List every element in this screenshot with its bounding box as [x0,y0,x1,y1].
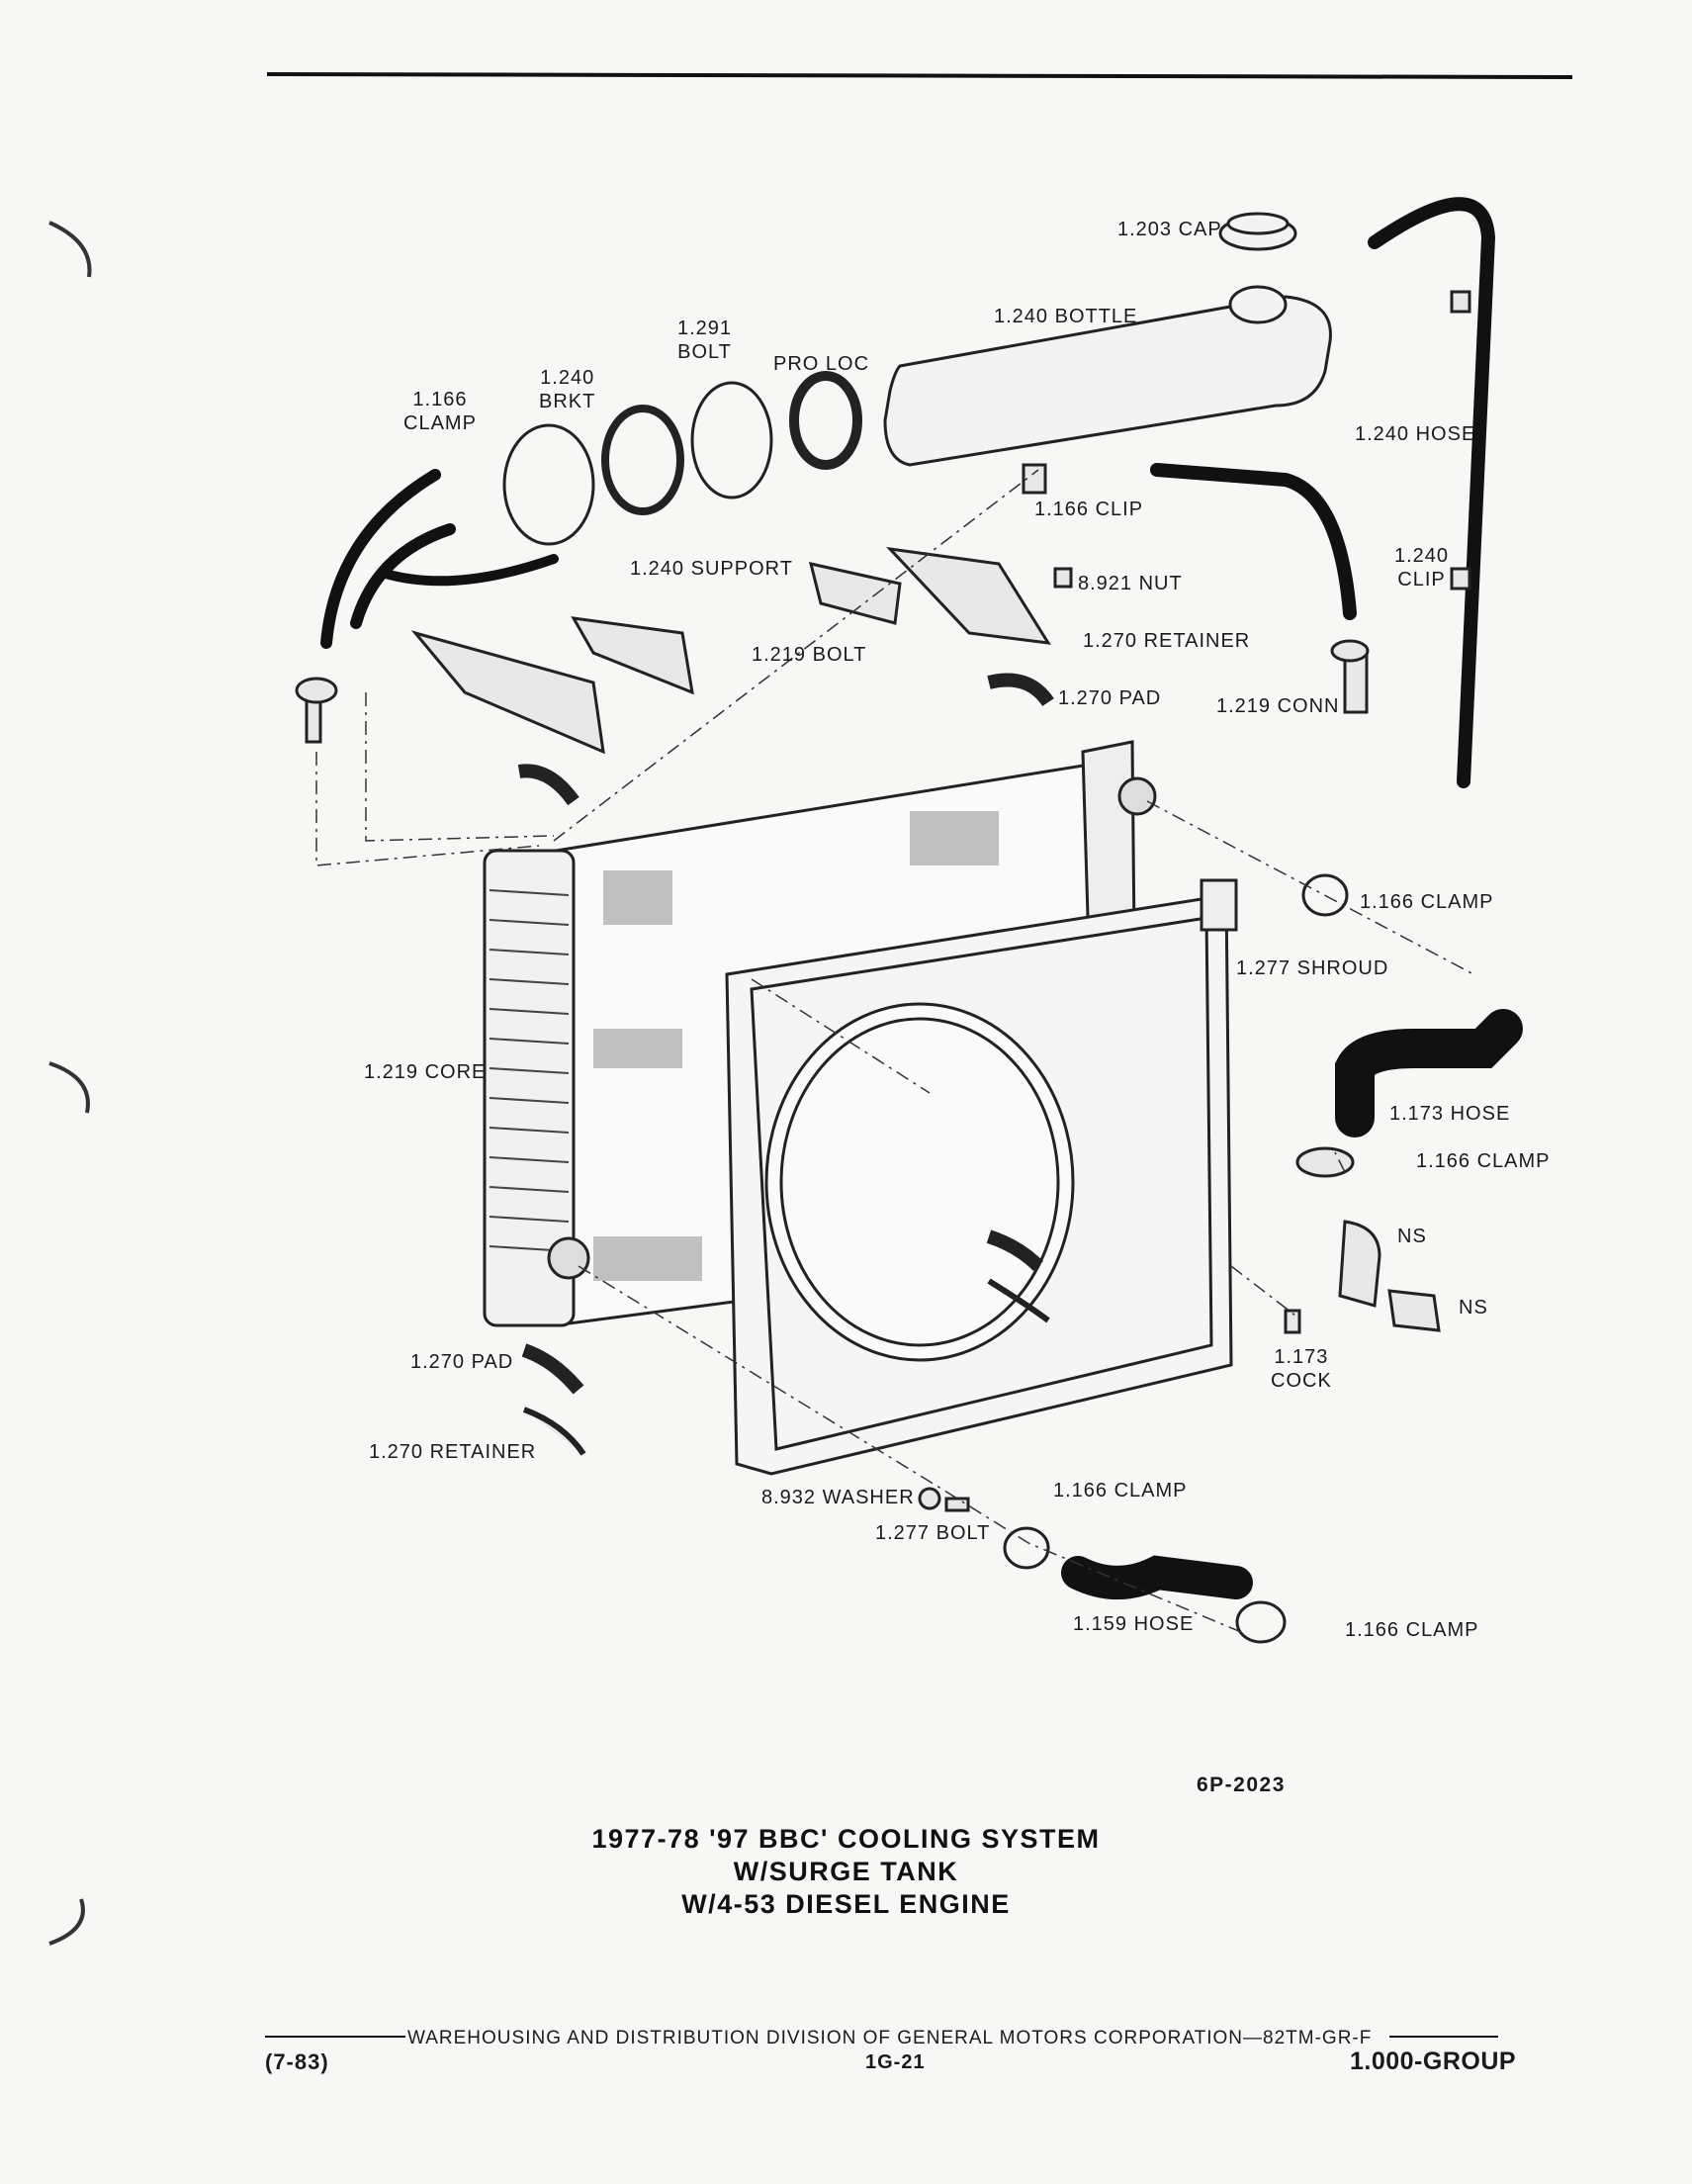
leader-lines [315,469,1474,1633]
hoses [320,197,1523,1599]
label-brkt: 1.240 BRKT [539,367,596,412]
surge-bottle [883,212,1332,467]
caption-line-2: W/SURGE TANK [733,1857,959,1886]
label-conn: 1.219 CONN [1216,695,1340,717]
label-ns-1: NS [1397,1226,1427,1247]
footer-page-number: 1G-21 [865,2051,926,2073]
caption-line-3: W/4-53 DIESEL ENGINE [681,1889,1011,1919]
label-retainer-bottom: 1.270 RETAINER [369,1441,537,1463]
figure-caption: 1977-78 '97 BBC' COOLING SYSTEM W/SURGE … [0,1823,1692,1921]
label-pro-loc: PRO LOC [773,353,870,375]
label-ns-2: NS [1459,1297,1488,1319]
label-bottle: 1.240 BOTTLE [994,306,1138,327]
label-retainer-top: 1.270 RETAINER [1083,630,1251,652]
label-core: 1.219 CORE [364,1061,487,1083]
label-cap: 1.203 CAP [1117,219,1222,240]
label-clamp-top-left: 1.166 CLAMP [403,389,477,434]
label-hose-right: 1.240 HOSE [1355,423,1476,445]
binder-hole-middle [48,1061,90,1114]
label-bolt-1219: 1.219 BOLT [752,644,867,666]
label-clamp-bottom-right: 1.166 CLAMP [1345,1619,1479,1641]
binder-hole-bottom [48,1898,85,1946]
footer-publisher: WAREHOUSING AND DISTRIBUTION DIVISION OF… [407,2028,1373,2048]
figure-number: 6P-2023 [1197,1774,1286,1796]
footer-group: 1.000-GROUP [1350,2048,1517,2075]
label-nut: 8.921 NUT [1078,573,1183,594]
label-hose-1173: 1.173 HOSE [1389,1103,1511,1125]
label-bolt-1291: 1.291 BOLT [677,318,733,363]
label-pad-bottom: 1.270 PAD [410,1351,514,1373]
caption-line-1: 1977-78 '97 BBC' COOLING SYSTEM [591,1824,1101,1854]
label-shroud: 1.277 SHROUD [1236,957,1389,979]
footer-date: (7-83) [265,2049,329,2074]
label-clamp-mid-right: 1.166 CLAMP [1416,1150,1551,1172]
label-clip-1240: 1.240 CLIP [1394,545,1450,591]
header-rule [266,72,1573,79]
label-washer: 8.932 WASHER [761,1487,915,1508]
label-clamp-lower: 1.166 CLAMP [1053,1480,1188,1502]
label-cock: 1.173 COCK [1271,1346,1332,1392]
small-parts [295,290,1471,1644]
label-support: 1.240 SUPPORT [630,558,793,580]
label-pad-top: 1.270 PAD [1058,687,1162,709]
label-hose-1159: 1.159 HOSE [1073,1613,1195,1635]
label-bolt-1277: 1.277 BOLT [875,1522,991,1544]
fan-shroud [725,878,1238,1476]
label-clip-1166: 1.166 CLIP [1034,499,1144,520]
label-clamp-upper-right: 1.166 CLAMP [1360,891,1494,913]
binder-hole-top [48,221,92,278]
mounting-rings [502,371,862,546]
